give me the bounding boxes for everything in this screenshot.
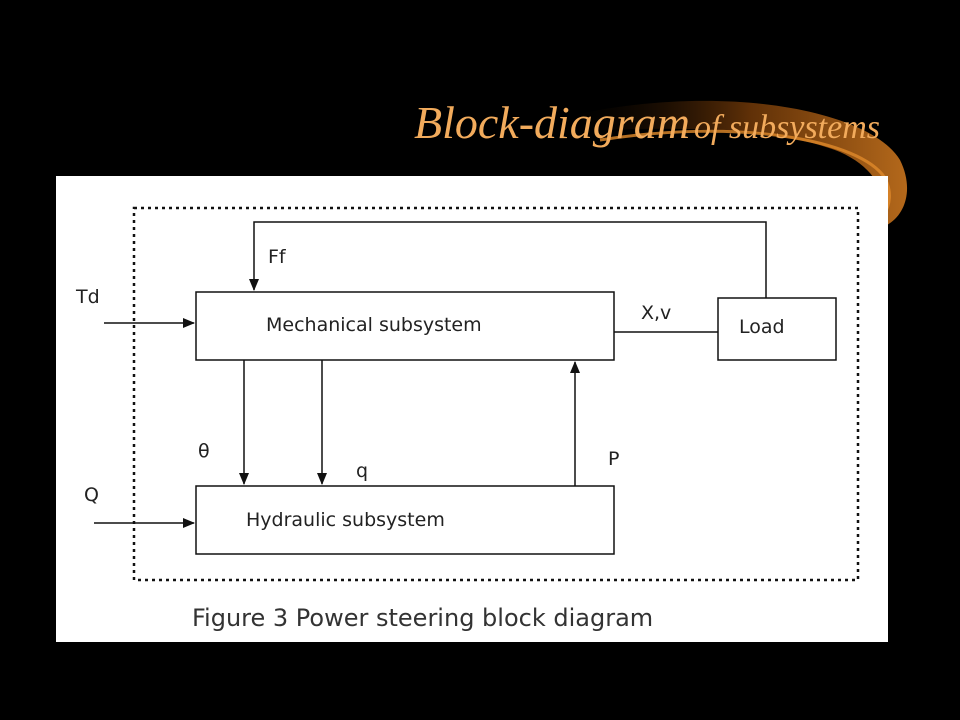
hydraulic-block	[195, 485, 615, 555]
mechanical-block	[195, 291, 615, 361]
mechanical-block-label: Mechanical subsystem	[266, 314, 482, 336]
load-block-label: Load	[739, 316, 785, 338]
p-label: P	[608, 448, 620, 470]
theta-label: θ	[198, 440, 210, 462]
ff-feedback-line	[249, 221, 767, 298]
slide-title: Block-diagram of subsystems	[0, 96, 880, 149]
ff-label: Ff	[268, 246, 286, 268]
title-sub: of subsystems	[693, 109, 880, 146]
load-block	[717, 297, 837, 361]
block-diagram-figure: Mechanical subsystem Hydraulic subsystem…	[56, 176, 888, 642]
figure-caption: Figure 3 Power steering block diagram	[192, 604, 654, 632]
q-label: q	[356, 460, 369, 482]
hydraulic-block-label: Hydraulic subsystem	[246, 509, 445, 531]
td-label: Td	[76, 286, 100, 308]
title-main: Block-diagram	[414, 97, 690, 148]
q-input-label: Q	[84, 484, 99, 506]
diagram-lines	[94, 206, 860, 582]
xv-label: X,v	[641, 302, 672, 324]
system-boundary	[132, 206, 860, 582]
